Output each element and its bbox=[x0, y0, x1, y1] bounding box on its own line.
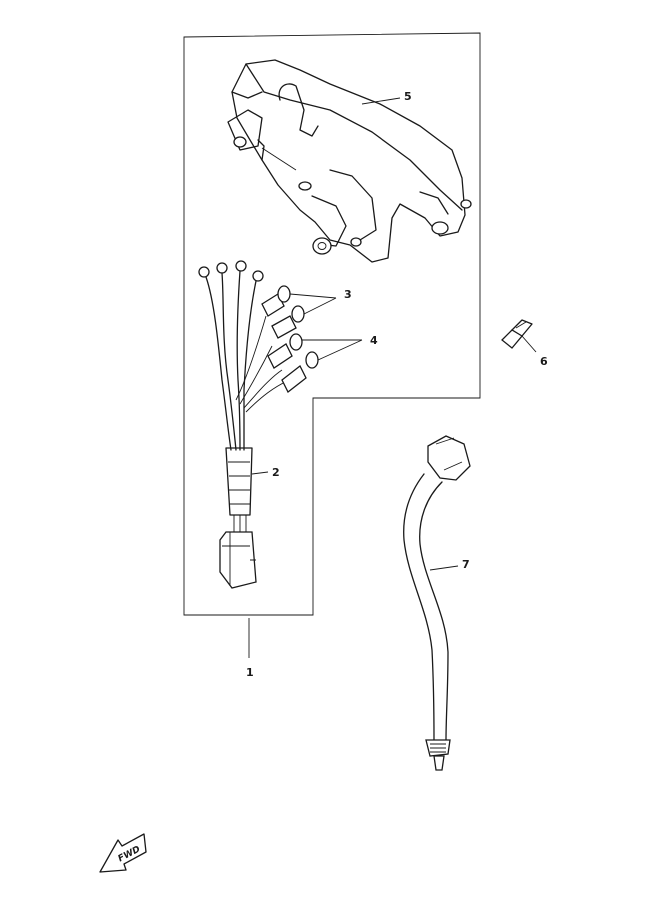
callout-label-4: 4 bbox=[370, 334, 378, 347]
leader-4b bbox=[317, 339, 363, 361]
leader-3b bbox=[303, 297, 337, 315]
screw bbox=[501, 319, 533, 349]
wire-harness bbox=[198, 260, 295, 589]
meter-housing bbox=[227, 59, 472, 263]
callout-label-1: 1 bbox=[246, 666, 254, 679]
assembly-boundary bbox=[183, 32, 481, 616]
leader-6 bbox=[521, 335, 537, 353]
callout-label-3: 3 bbox=[344, 288, 352, 301]
callout-label-7: 7 bbox=[462, 558, 470, 571]
callout-label-5: 5 bbox=[404, 90, 412, 103]
bulb-set-4 bbox=[267, 333, 319, 393]
bulb-set-3 bbox=[261, 285, 305, 339]
leader-2 bbox=[251, 471, 269, 475]
leader-5 bbox=[361, 97, 401, 105]
speedometer-cable bbox=[403, 435, 471, 771]
fwd-arrow-icon: FWD bbox=[99, 833, 147, 873]
callout-label-2: 2 bbox=[272, 466, 280, 479]
callout-label-6: 6 bbox=[540, 355, 548, 368]
leader-3a bbox=[289, 293, 337, 299]
leader-7 bbox=[429, 565, 459, 571]
